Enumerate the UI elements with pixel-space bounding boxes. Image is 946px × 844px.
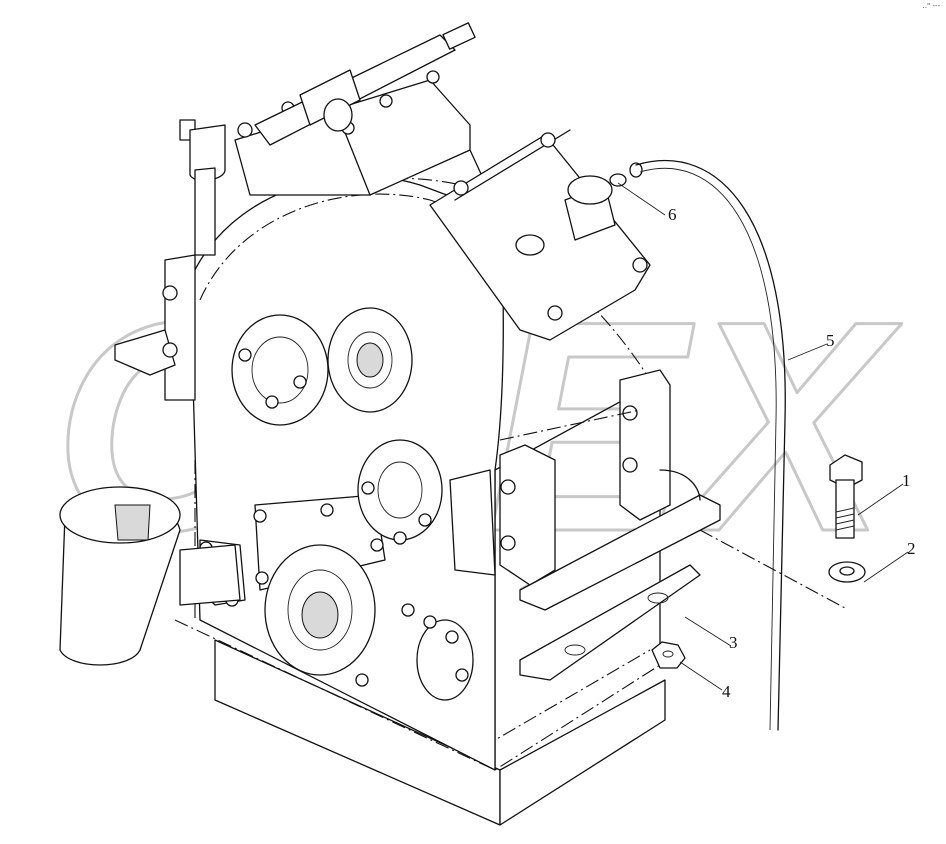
flanges [231, 307, 474, 701]
nut-4 [651, 641, 686, 669]
callout-4: 4 [722, 682, 731, 701]
washer-2 [828, 561, 866, 583]
leader-lines [617, 182, 909, 691]
breather-fitting [515, 162, 643, 256]
callout-6: 6 [668, 205, 677, 224]
corner-mark: .." --- [922, 2, 940, 10]
plate-3 [519, 564, 701, 681]
bolt-1 [829, 454, 863, 539]
control-valve [179, 22, 476, 256]
callout-5: 5 [826, 331, 835, 350]
callouts: 1 2 3 4 5 6 [668, 205, 916, 701]
filter-canister [59, 486, 241, 666]
callout-1: 1 [902, 471, 911, 490]
hose-5 [635, 160, 786, 731]
exploded-parts [499, 409, 866, 681]
callout-2: 2 [907, 539, 916, 558]
callout-3: 3 [729, 633, 738, 652]
